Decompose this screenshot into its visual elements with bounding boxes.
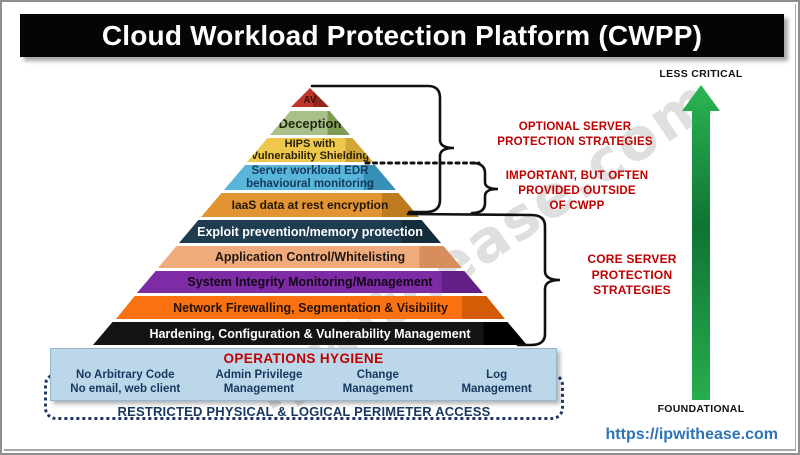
hygiene-item-line2: Management [342, 382, 413, 395]
less-critical-label: LESS CRITICAL [659, 68, 743, 80]
pyramid-layer-system-integrity: System Integrity Monitoring/Management [137, 271, 483, 293]
hygiene-item-line1: No Arbitrary Code [75, 369, 175, 381]
hygiene-item-log-management: Log Management [437, 369, 556, 397]
hygiene-item-line1: Change [356, 369, 399, 381]
hygiene-item-no-arbitrary-code: No Arbitrary Code No email, web client [51, 369, 200, 397]
pyramid-layer-application-control: Application Control/Whitelisting [158, 246, 462, 268]
annotation-optional-server: OPTIONAL SERVER PROTECTION STRATEGIES [497, 121, 653, 148]
operations-hygiene-title: OPERATIONS HYGIENE [223, 351, 384, 366]
hygiene-item-line2: Management [223, 382, 295, 395]
operations-hygiene-panel: OPERATIONS HYGIENE No Arbitrary Code No … [50, 348, 557, 401]
hygiene-item-change-management: Change Management [318, 369, 437, 397]
pyramid-layer-edr: Server workload EDR behavioural monitori… [224, 165, 396, 190]
pyramid-layer-network-firewalling: Network Firewalling, Segmentation & Visi… [116, 296, 505, 319]
pyramid-layer-iaas-encryption: IaaS data at rest encryption [201, 193, 419, 217]
title-bar: Cloud Workload Protection Platform (CWPP… [20, 14, 784, 57]
pyramid-layer-hardening: Hardening, Configuration & Vulnerability… [93, 322, 527, 345]
hygiene-item-line1: Log [486, 369, 508, 381]
hygiene-item-line2: Management [461, 382, 532, 395]
page-title: Cloud Workload Protection Platform (CWPP… [101, 19, 703, 51]
hygiene-item-line1: Admin Privilege [215, 369, 303, 381]
hygiene-item-line2: No email, web client [70, 382, 181, 395]
annotation-important-outside-cwpp: IMPORTANT, BUT OFTEN PROVIDED OUTSIDE OF… [505, 170, 649, 212]
pyramid-layer-hips: HIPS with Vulnerability Shielding [247, 138, 373, 162]
annotation-core-server: CORE SERVER PROTECTION STRATEGIES [587, 252, 677, 298]
hygiene-item-admin-privilege: Admin Privilege Management [200, 369, 319, 397]
pyramid-layer-exploit-prevention: Exploit prevention/memory protection [179, 220, 441, 243]
brace-important-icon [470, 161, 499, 215]
pyramid-layer-av: AV [291, 88, 329, 107]
perimeter-label: RESTRICTED PHYSICAL & LOGICAL PERIMETER … [117, 404, 491, 419]
site-link[interactable]: https://ipwithease.com [605, 426, 778, 443]
foundational-label: FOUNDATIONAL [657, 403, 745, 415]
pyramid-layer-deception: Deception [270, 111, 350, 135]
operations-hygiene-columns: No Arbitrary Code No email, web client A… [51, 369, 556, 397]
